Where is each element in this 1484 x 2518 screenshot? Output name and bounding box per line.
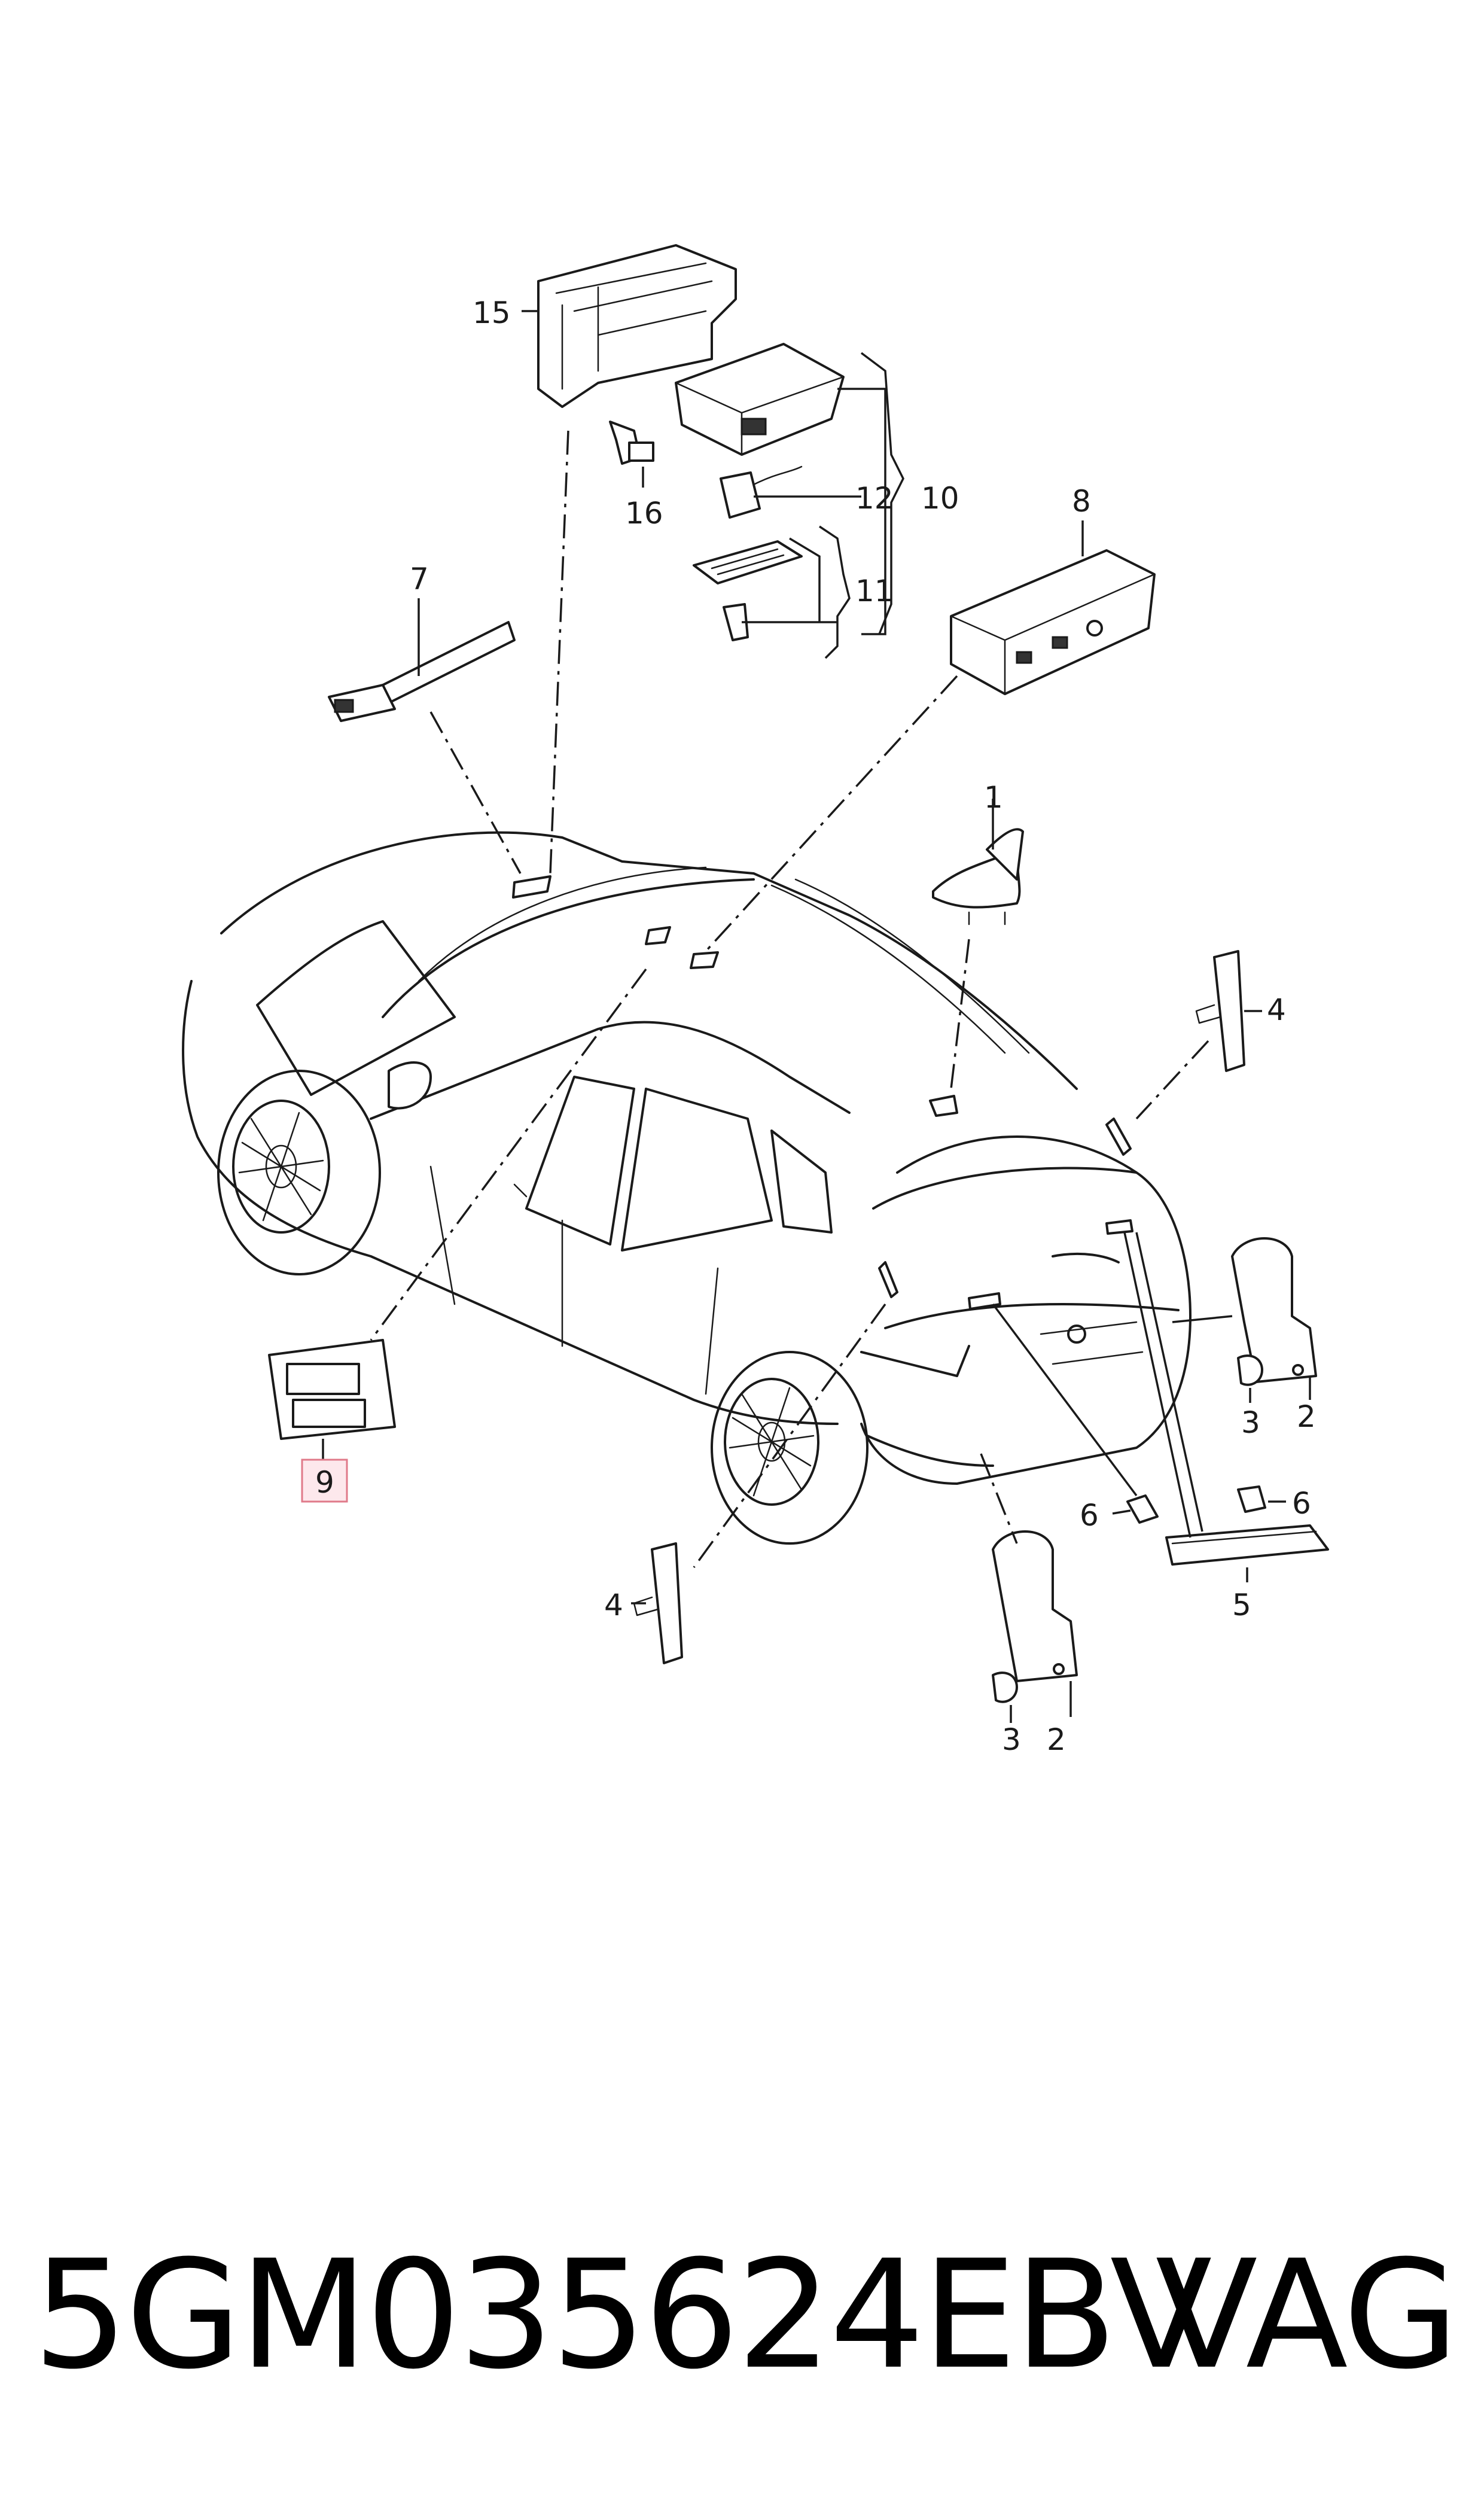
leader-lines [322, 310, 1311, 1723]
part-10-control-unit [675, 343, 845, 456]
part-4-sensor-lower [633, 1542, 683, 1664]
antenna-base-pad [929, 1095, 958, 1117]
part-15-bracket [537, 244, 737, 408]
callout-16: 16 [625, 496, 663, 531]
part-5-sensor-bar [1165, 1524, 1329, 1566]
mount-pad-roof-2 [645, 926, 671, 945]
part-1-roof-antenna [932, 828, 1024, 925]
part-16-screw [609, 421, 654, 465]
front-wheel [217, 1070, 381, 1275]
callout-3-upper: 3 [1241, 1405, 1260, 1440]
callout-9: 9 [315, 1465, 334, 1500]
callout-12: 12 [855, 481, 894, 516]
callout-3-lower: 3 [1002, 1722, 1021, 1757]
callout-5: 5 [1232, 1588, 1251, 1622]
part-9-control-module [268, 1339, 396, 1440]
callout-8: 8 [1072, 484, 1091, 519]
callout-4-lower: 4 [604, 1588, 623, 1622]
mount-pad-roof-3 [690, 951, 719, 969]
part-number-caption: 5GM035624EBV VAG [33, 2225, 1459, 2405]
part-4-sensor-upper [1195, 950, 1245, 1072]
part-11-plate [693, 540, 803, 641]
callout-9-highlight [301, 1459, 348, 1503]
callout-15: 15 [473, 296, 511, 330]
part-2-bracket-upper [1231, 1237, 1317, 1383]
part-7-antenna-bar [328, 621, 516, 722]
callout-6-right: 6 [1292, 1486, 1311, 1521]
part-3-nut-lower [992, 1671, 1018, 1703]
part-6-clip-right [1237, 1485, 1266, 1513]
part-number: 5GM035624EBV [33, 2228, 1212, 2402]
part-2-bracket-lower [992, 1530, 1078, 1682]
rear-sensor-clip-4 [1105, 1118, 1132, 1156]
callout-labels: 15 16 12 10 11 7 8 1 4 4 2 3 6 6 5 3 2 9 [301, 296, 1316, 1757]
callout-2-upper: 2 [1297, 1399, 1316, 1434]
rear-sensor-clip-3 [878, 1261, 898, 1298]
part-8-module [950, 549, 1156, 695]
callout-4-upper: 4 [1267, 992, 1286, 1027]
callout-11: 11 [855, 574, 894, 608]
callout-1: 1 [984, 780, 1003, 815]
callout-6-left: 6 [1080, 1498, 1099, 1533]
brand-label: VAG [1155, 2228, 1459, 2402]
rear-wheel [711, 1351, 869, 1545]
callout-10: 10 [921, 481, 959, 516]
vehicle-outline [182, 831, 1192, 1545]
callout-2-lower: 2 [1047, 1722, 1066, 1757]
part-6-clip-left [1126, 1494, 1159, 1524]
mount-pad-roof-1 [512, 875, 551, 899]
callout-7: 7 [410, 562, 429, 596]
part-12-connector [720, 465, 803, 519]
rear-sensor-clip-2 [1105, 1219, 1133, 1235]
part-3-nut-upper [1237, 1354, 1263, 1386]
